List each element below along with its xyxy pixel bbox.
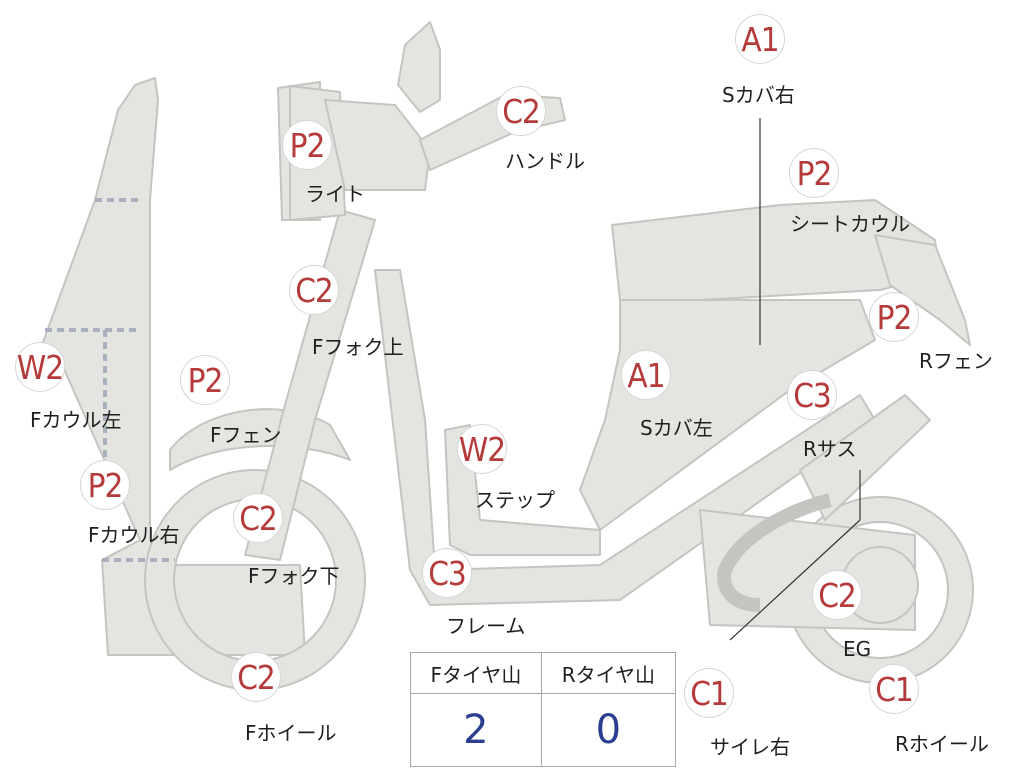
eg-code: C2	[812, 570, 862, 620]
handle-code: C2	[496, 86, 546, 136]
mirror-shape	[397, 21, 441, 113]
f-fender-label: Fフェン	[210, 423, 282, 447]
step-code: W2	[457, 424, 507, 474]
s-cover-left-code: A1	[621, 350, 671, 400]
handle-label: ハンドル	[505, 149, 585, 173]
f-wheel-label: Fホイール	[245, 721, 337, 745]
seat-cowl-code: P2	[789, 148, 839, 198]
f-cowl-left-label: Fカウル左	[30, 408, 122, 432]
eg-label: EG	[843, 637, 872, 661]
rear-tire-value: 0	[540, 693, 677, 767]
f-fork-lower-code: C2	[233, 493, 283, 543]
front-fork-shape	[244, 209, 376, 561]
step-label: ステップ	[475, 488, 555, 512]
seat-cowl-label: シートカウル	[790, 212, 910, 236]
muffler-right-code: C1	[684, 668, 734, 718]
light-label: ライト	[305, 182, 365, 206]
handlebar-body-shape	[324, 99, 431, 191]
muffler-right-label: サイレ右	[710, 735, 790, 759]
s-cover-right-code: A1	[735, 14, 785, 64]
r-fender-label: Rフェン	[919, 349, 993, 373]
muffler-pipe-shape	[717, 493, 832, 612]
r-suspension-label: Rサス	[803, 437, 857, 461]
light-code: P2	[282, 120, 332, 170]
tire-tread-table: Fタイヤ山 Rタイヤ山 2 0	[410, 652, 677, 767]
s-cover-left-label: Sカバ左	[640, 416, 713, 440]
f-fork-upper-code: C2	[289, 265, 339, 315]
f-cowl-left-code: W2	[15, 342, 65, 392]
r-wheel-label: Rホイール	[895, 732, 989, 756]
f-wheel-code: C2	[231, 652, 281, 702]
front-tire-value: 2	[410, 693, 542, 767]
rear-tire-header: Rタイヤ山	[540, 652, 677, 694]
front-tire-header: Fタイヤ山	[410, 652, 542, 694]
f-cowl-right-code: P2	[80, 460, 130, 510]
s-cover-right-label: Sカバ右	[722, 83, 795, 107]
r-fender-code: P2	[869, 292, 919, 342]
f-fork-lower-label: Fフォク下	[248, 564, 340, 588]
f-fork-upper-label: Fフォク上	[312, 335, 404, 359]
f-fender-code: P2	[180, 355, 230, 405]
rear-fender-shape	[874, 234, 971, 346]
frame-label: フレーム	[446, 614, 526, 638]
r-suspension-code: C3	[787, 370, 837, 420]
frame-code: C3	[422, 548, 472, 598]
r-wheel-code: C1	[869, 664, 919, 714]
f-cowl-right-label: Fカウル右	[88, 523, 180, 547]
